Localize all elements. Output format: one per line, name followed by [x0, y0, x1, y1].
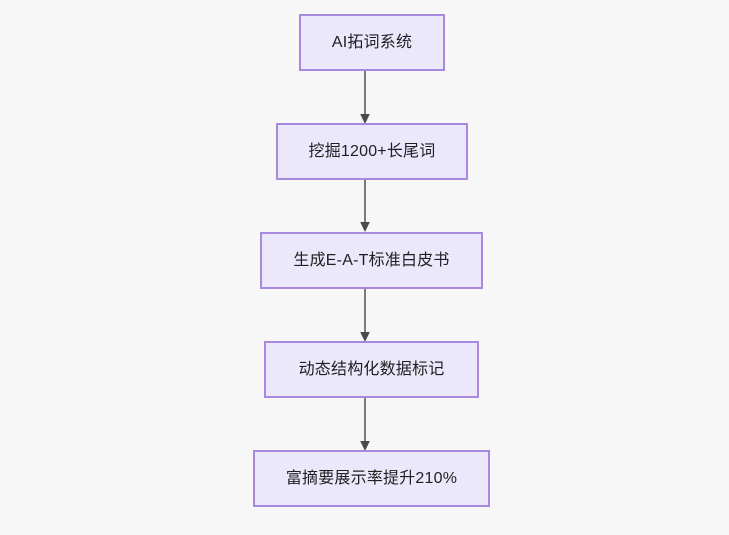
- flow-node-generate-eat-whitepaper[interactable]: 生成E-A-T标准白皮书: [260, 232, 483, 289]
- flow-node-ai-keyword-system[interactable]: AI拓词系统: [299, 14, 445, 71]
- flow-node-label: 挖掘1200+长尾词: [308, 142, 436, 160]
- edge-n1-n2: [360, 68, 370, 124]
- flow-node-dynamic-structured-data-markup[interactable]: 动态结构化数据标记: [264, 341, 479, 398]
- flow-node-rich-snippet-impression-lift[interactable]: 富摘要展示率提升210%: [253, 450, 490, 507]
- edge-n4-n5: [360, 396, 370, 451]
- edge-n2-n3: [360, 178, 370, 232]
- edge-n3-n4: [360, 288, 370, 342]
- flow-node-label: 生成E-A-T标准白皮书: [293, 251, 450, 269]
- flow-node-label: 动态结构化数据标记: [298, 360, 445, 378]
- flow-node-label: AI拓词系统: [331, 33, 413, 51]
- flow-node-label: 富摘要展示率提升210%: [285, 469, 458, 487]
- flow-node-mine-longtail-keywords[interactable]: 挖掘1200+长尾词: [276, 123, 468, 180]
